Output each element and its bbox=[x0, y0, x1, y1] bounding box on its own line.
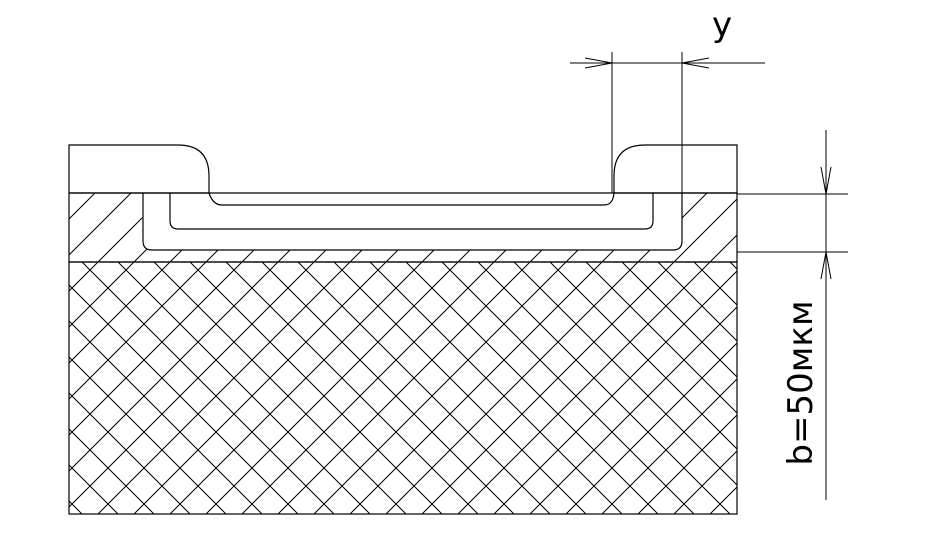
outer-channel-outline bbox=[142, 193, 683, 251]
y-dimension bbox=[570, 52, 765, 193]
channel-outlines bbox=[142, 192, 683, 251]
right-mask-block bbox=[613, 144, 738, 194]
b-dimension-label: b=50мкм bbox=[781, 300, 821, 465]
b-dimension bbox=[737, 130, 848, 500]
left-mask-block bbox=[68, 144, 210, 194]
mask-blocks bbox=[68, 144, 738, 194]
oxide-layer bbox=[68, 193, 738, 263]
middle-channel-outline bbox=[169, 193, 654, 230]
y-dimension-label: y bbox=[712, 5, 732, 45]
substrate bbox=[68, 261, 738, 515]
inner-channel-outline bbox=[208, 192, 615, 206]
